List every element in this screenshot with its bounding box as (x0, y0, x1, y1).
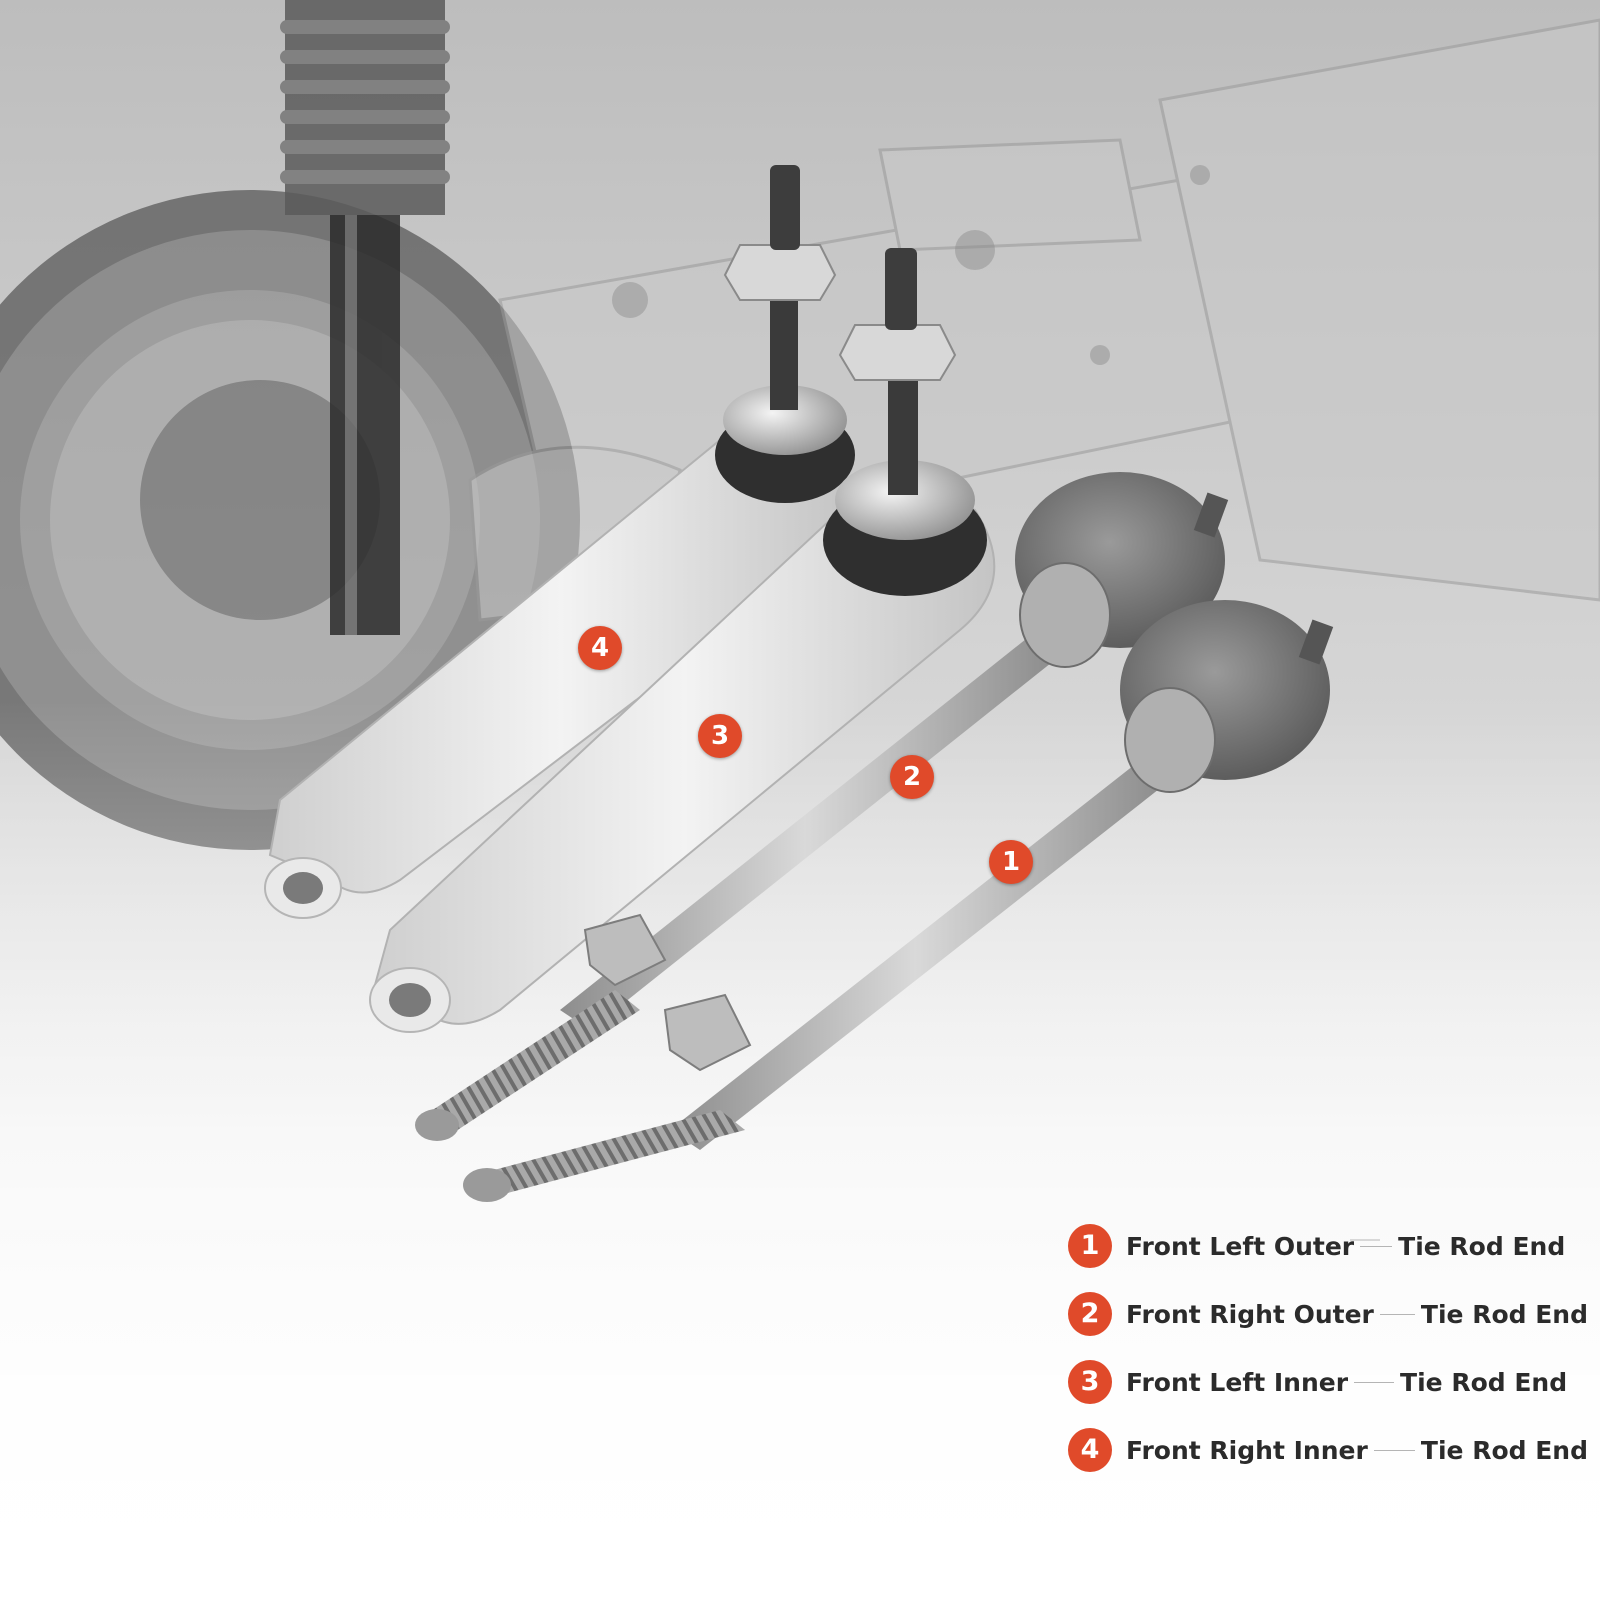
legend-item: 1 Front Left Outer Tie Rod End (1068, 1212, 1588, 1280)
legend-part-type: Tie Rod End (1420, 1299, 1588, 1329)
legend-part-type: Tie Rod End (1400, 1367, 1568, 1397)
legend-connector (1360, 1245, 1393, 1247)
legend-connector (1354, 1381, 1395, 1383)
legend-part-name: Front Left Outer (1126, 1231, 1355, 1261)
legend-part-name: Front Left Inner (1126, 1367, 1349, 1397)
parts-legend: 1 Front Left Outer Tie Rod End 2 Front R… (1068, 1212, 1588, 1484)
part-badge-3: 3 (698, 714, 742, 758)
legend-part-type: Tie Rod End (1420, 1435, 1588, 1465)
legend-part-type: Tie Rod End (1398, 1231, 1566, 1261)
legend-connector (1379, 1313, 1415, 1315)
legend-item: 4 Front Right Inner Tie Rod End (1068, 1416, 1588, 1484)
legend-part-name: Front Right Outer (1126, 1299, 1374, 1329)
part-badge-2: 2 (890, 755, 934, 799)
legend-badge: 3 (1068, 1360, 1112, 1404)
part-badge-4: 4 (578, 626, 622, 670)
legend-badge: 1 (1068, 1224, 1112, 1268)
legend-item: 3 Front Left Inner Tie Rod End (1068, 1348, 1588, 1416)
legend-part-name: Front Right Inner (1126, 1435, 1368, 1465)
part-badge-1: 1 (989, 840, 1033, 884)
legend-badge: 4 (1068, 1428, 1112, 1472)
legend-connector (1373, 1449, 1415, 1451)
legend-badge: 2 (1068, 1292, 1112, 1336)
legend-item: 2 Front Right Outer Tie Rod End (1068, 1280, 1588, 1348)
